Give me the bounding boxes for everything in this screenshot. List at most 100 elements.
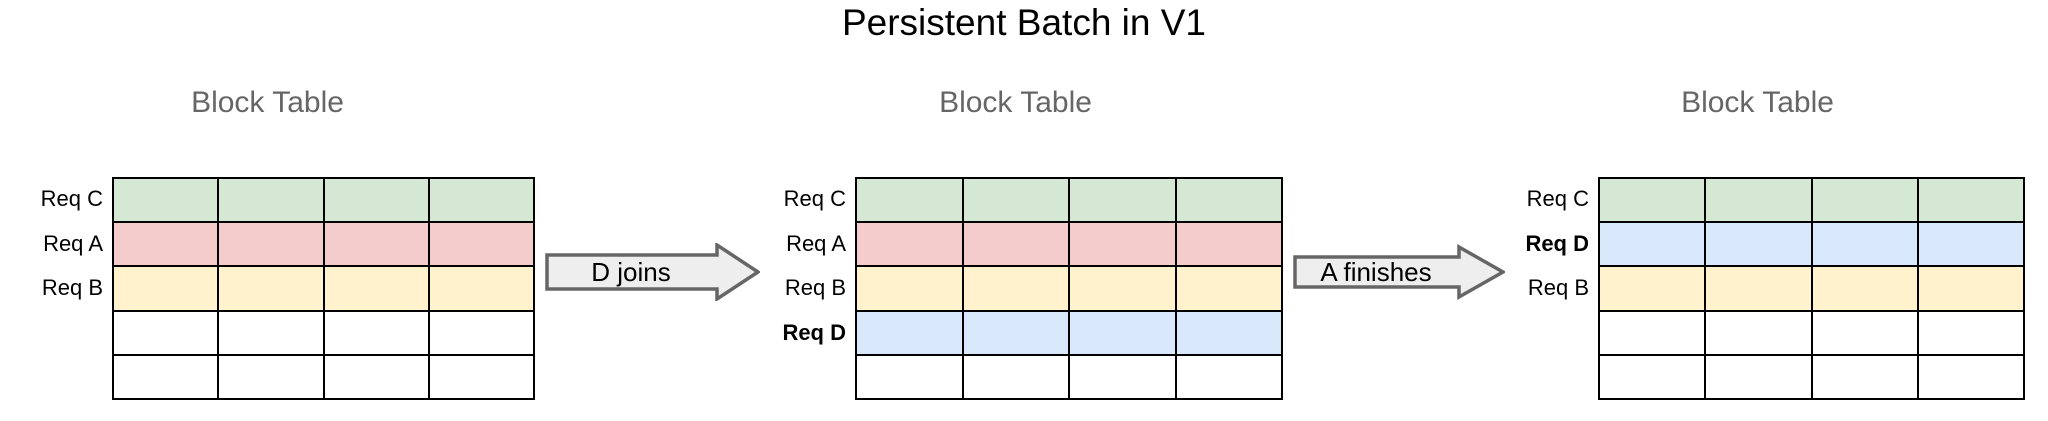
table-row: [1597, 309, 2026, 356]
block-cell: [1704, 265, 1813, 312]
panel-before: Block Table Req C Req A Req B: [0, 0, 536, 421]
block-cell: [1174, 176, 1283, 224]
block-cell: [1174, 353, 1283, 400]
block-cell: [1068, 353, 1177, 400]
table-row: [855, 176, 1283, 224]
block-cell: [1810, 265, 1919, 312]
block-cell: [322, 353, 430, 400]
block-cell: [111, 176, 220, 224]
block-cell: [1704, 309, 1813, 356]
block-cell: [855, 221, 964, 268]
block-cell: [111, 265, 220, 312]
table-row: [855, 353, 1283, 400]
row-label-req-c: Req C: [1526, 186, 1589, 211]
block-cell: [961, 265, 1070, 312]
block-cell: [1704, 176, 1813, 224]
block-cell: [855, 176, 964, 224]
block-cell: [1916, 221, 2026, 268]
row-label-empty: [97, 355, 103, 400]
block-table: [855, 176, 1283, 400]
row-label-column: Req C Req A Req B: [0, 177, 112, 400]
block-cell: [1704, 353, 1813, 400]
transition-arrow-a-finishes: A finishes: [1293, 243, 1505, 301]
block-table-group: Req C Req A Req B: [0, 176, 536, 400]
block-table-title: Block Table: [1681, 86, 1834, 119]
block-cell: [1810, 176, 1919, 224]
block-cell: [855, 353, 964, 400]
block-cell: [961, 353, 1070, 400]
block-cell: [111, 353, 220, 400]
block-cell: [1174, 309, 1283, 356]
row-label-req-a: Req A: [43, 230, 103, 256]
block-cell: [322, 309, 430, 356]
block-cell: [427, 309, 536, 356]
block-cell: [1810, 353, 1919, 400]
block-cell: [961, 221, 1070, 268]
block-cell: [1597, 309, 1707, 356]
page-title: Persistent Batch in V1: [841, 2, 1207, 43]
block-cell: [111, 309, 220, 356]
row-label-column: Req C Req D Req B: [1490, 177, 1598, 400]
block-cell: [1068, 176, 1177, 224]
table-row: [855, 265, 1283, 312]
block-cell: [961, 309, 1070, 356]
block-cell: [217, 176, 325, 224]
block-cell: [1597, 221, 1707, 268]
row-label-empty: [1583, 355, 1589, 400]
block-cell: [1597, 353, 1707, 400]
block-table: [111, 176, 536, 400]
block-cell: [322, 176, 430, 224]
block-table-title: Block Table: [939, 86, 1092, 119]
table-row: [111, 221, 536, 268]
block-table: [1597, 176, 2026, 400]
block-cell: [1810, 309, 1919, 356]
row-label-req-d: Req D: [1525, 230, 1589, 256]
row-label-req-a: Req A: [786, 230, 846, 256]
table-row: [111, 176, 536, 224]
block-cell: [855, 309, 964, 356]
block-cell: [855, 265, 964, 312]
block-cell: [427, 221, 536, 268]
block-cell: [1916, 265, 2026, 312]
block-cell: [1810, 221, 1919, 268]
row-label-req-d: Req D: [782, 319, 846, 345]
table-row: [111, 309, 536, 356]
row-label-empty: [97, 311, 103, 356]
row-label-req-b: Req B: [784, 275, 846, 301]
block-cell: [1704, 221, 1813, 268]
block-cell: [1068, 265, 1177, 312]
block-cell: [322, 265, 430, 312]
block-cell: [1916, 353, 2026, 400]
table-row: [111, 265, 536, 312]
table-row: [855, 221, 1283, 268]
block-cell: [1068, 309, 1177, 356]
table-row: [1597, 265, 2026, 312]
block-cell: [1068, 221, 1177, 268]
block-table-group: Req C Req D Req B: [1490, 176, 2026, 400]
table-row: [1597, 221, 2026, 268]
table-row: [111, 353, 536, 400]
block-cell: [427, 265, 536, 312]
block-cell: [1916, 309, 2026, 356]
block-table-title: Block Table: [191, 86, 344, 119]
table-row: [1597, 176, 2026, 224]
table-row: [855, 309, 1283, 356]
block-cell: [1174, 221, 1283, 268]
row-label-req-b: Req B: [1527, 275, 1589, 301]
block-cell: [217, 265, 325, 312]
row-label-req-c: Req C: [40, 186, 103, 211]
transition-arrow-d-joins: D joins: [545, 243, 760, 301]
row-label-empty: [1583, 311, 1589, 356]
block-cell: [111, 221, 220, 268]
block-cell: [217, 309, 325, 356]
panel-after-finish: Block Table Req C Req D Req B: [1490, 0, 2026, 421]
block-cell: [322, 221, 430, 268]
block-cell: [961, 176, 1070, 224]
block-cell: [427, 353, 536, 400]
block-cell: [1597, 265, 1707, 312]
block-cell: [427, 176, 536, 224]
table-row: [1597, 353, 2026, 400]
row-label-req-b: Req B: [41, 275, 103, 301]
